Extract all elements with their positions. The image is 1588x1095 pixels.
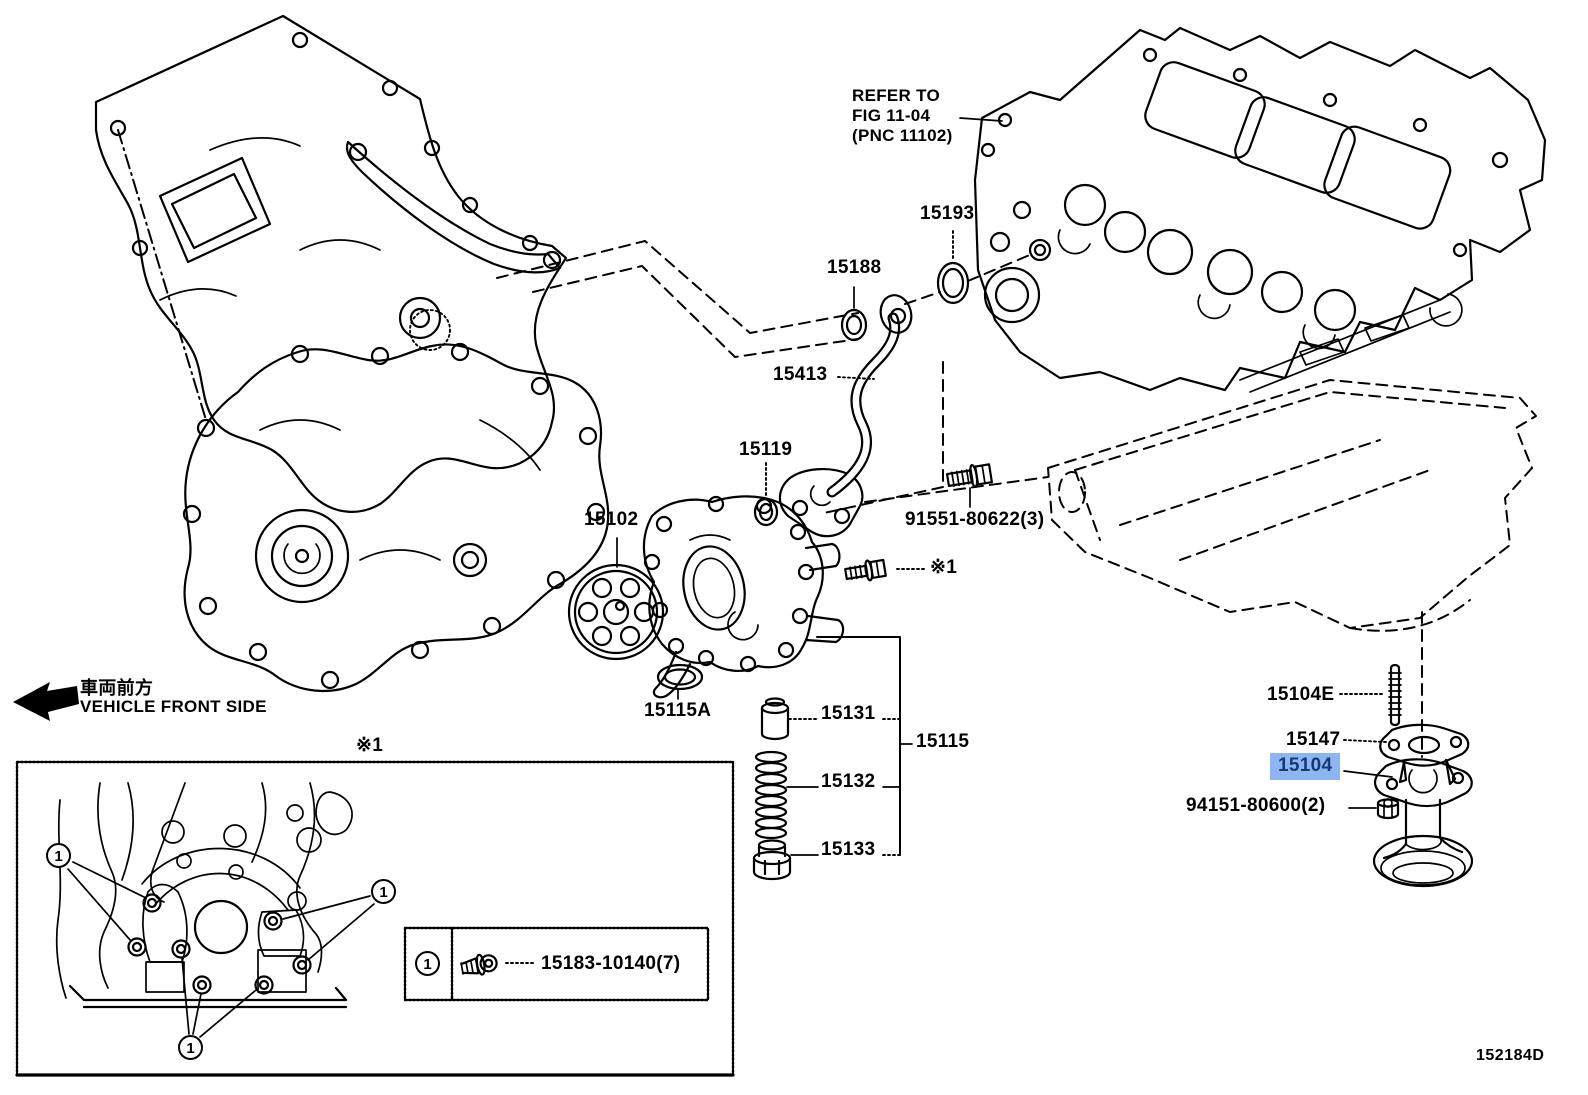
legend-part-label-15183-10140[interactable]: 15183-10140(7) xyxy=(541,953,681,974)
inset-callout-1-right: 1 xyxy=(371,879,396,904)
part-label-15115A[interactable]: 15115A xyxy=(644,700,712,721)
bolt-ref-asterisk1[interactable]: ※1 xyxy=(930,557,958,578)
part-label-15133[interactable]: 15133 xyxy=(821,839,876,860)
inset-callout-lines xyxy=(67,861,375,1038)
inset-box xyxy=(15,760,735,1077)
inset-interior-view xyxy=(55,782,375,1038)
refer-note-line2: FIG 11-04 xyxy=(852,106,931,125)
relief-valve-spring-15132 xyxy=(754,750,788,840)
part-label-94151-80600[interactable]: 94151-80600(2) xyxy=(1186,795,1326,816)
part-label-15115[interactable]: 15115 xyxy=(916,731,970,752)
part-label-15147[interactable]: 15147 xyxy=(1286,729,1341,750)
oil-pipe-15413 xyxy=(778,294,913,538)
oil-pan xyxy=(1047,379,1537,632)
inset-view-ref: ※1 xyxy=(356,735,384,756)
bolt-91551 xyxy=(945,463,993,488)
inset-bolt-holes xyxy=(127,893,312,995)
part-label-15131[interactable]: 15131 xyxy=(821,703,876,724)
part-label-15132[interactable]: 15132 xyxy=(821,771,876,792)
oring-15193 xyxy=(936,261,970,305)
part-label-15193[interactable]: 15193 xyxy=(920,203,975,224)
inset-callout-1-topleft: 1 xyxy=(46,843,71,868)
legend-callout-1: 1 xyxy=(415,951,440,976)
part-label-91551-80622[interactable]: 91551-80622(3) xyxy=(905,509,1045,530)
part-label-15413[interactable]: 15413 xyxy=(773,364,828,385)
leader-lines xyxy=(616,117,1393,856)
timing-cover-lower xyxy=(182,309,610,693)
part-label-15119[interactable]: 15119 xyxy=(739,439,793,460)
gasket-15188 xyxy=(840,308,868,342)
oring-15115A xyxy=(656,663,704,691)
oil-strainer-15104 xyxy=(1372,758,1474,888)
relief-valve-plunger-15131 xyxy=(760,697,790,741)
part-label-15102[interactable]: 15102 xyxy=(584,509,639,530)
inset-callout-1-bottom: 1 xyxy=(178,1035,203,1060)
oil-pump-body xyxy=(642,495,845,699)
oil-pump-rotor-15102 xyxy=(567,563,665,661)
gasket-15119 xyxy=(753,497,779,527)
figure-code: 152184D xyxy=(1476,1047,1545,1064)
refer-note-line3: (PNC 11102) xyxy=(852,126,953,145)
orientation-label-en: VEHICLE FRONT SIDE xyxy=(80,697,267,716)
vehicle-front-arrow xyxy=(13,682,79,721)
relief-valve-plug-15133 xyxy=(752,839,792,881)
gasket-15147 xyxy=(1379,723,1470,786)
legend-box xyxy=(403,926,710,1002)
bolt-ref1 xyxy=(844,558,887,582)
nut-94151 xyxy=(1376,798,1400,820)
assembly-dashed-lines xyxy=(496,240,1423,758)
part-label-15104E[interactable]: 15104E xyxy=(1267,684,1335,705)
part-label-15104-selected[interactable]: 15104 xyxy=(1270,753,1341,780)
cover-bracket-arm xyxy=(345,140,562,274)
cylinder-head xyxy=(973,26,1547,393)
timing-cover-upper xyxy=(94,14,568,513)
part-label-15188[interactable]: 15188 xyxy=(827,257,882,278)
legend-bolt-icon xyxy=(460,953,498,976)
orientation-label-jp: 車両前方 xyxy=(80,678,154,698)
refer-note: REFER TO FIG 11-04 (PNC 11102) xyxy=(852,86,953,146)
refer-note-line1: REFER TO xyxy=(852,86,941,105)
stud-15104E xyxy=(1388,663,1402,727)
